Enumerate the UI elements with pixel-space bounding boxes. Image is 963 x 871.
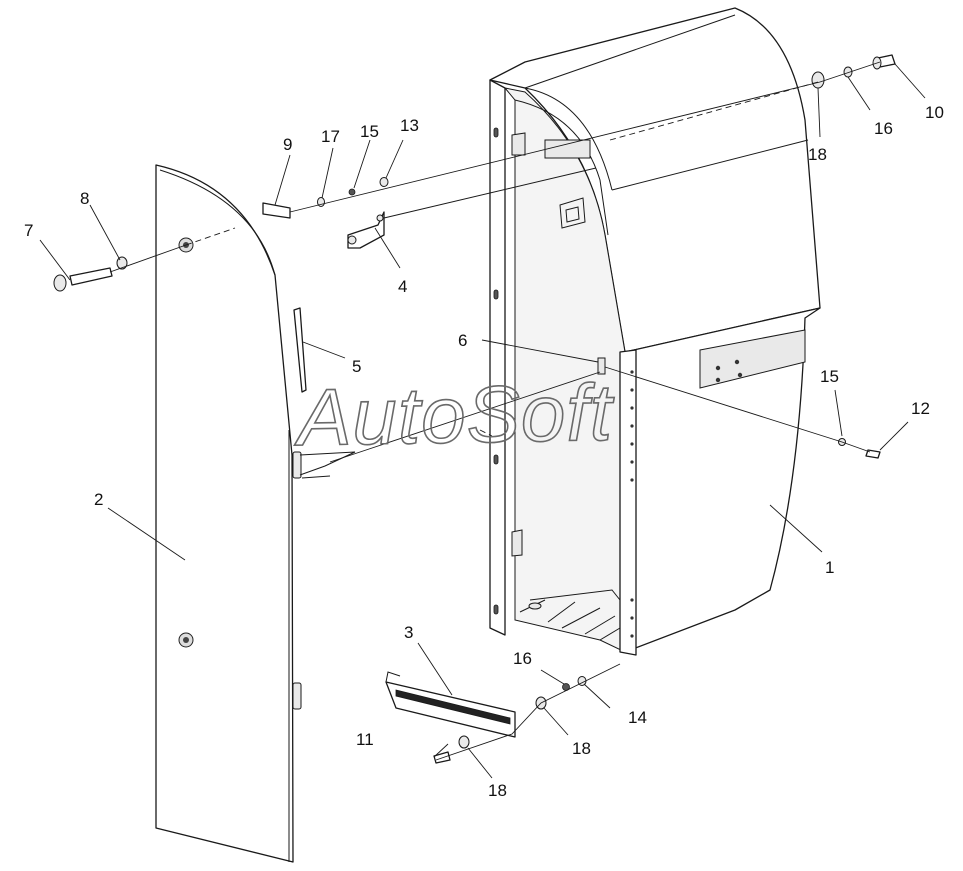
plate-part-9 xyxy=(262,202,291,219)
callout-14: 14 xyxy=(628,708,647,727)
callout-16-top: 16 xyxy=(874,119,893,138)
callout-3: 3 xyxy=(404,623,413,642)
housing-part-1 xyxy=(489,7,821,656)
nut-part-13 xyxy=(379,177,389,187)
callout-10: 10 xyxy=(925,103,944,122)
washer-part-18-top xyxy=(811,71,825,89)
washer-part-18-low xyxy=(458,735,470,749)
callout-5: 5 xyxy=(352,357,361,376)
washer-part-15-top xyxy=(348,188,356,196)
callout-18-mid: 18 xyxy=(572,739,591,758)
washer-part-8 xyxy=(116,256,128,270)
callout-7: 7 xyxy=(24,221,33,240)
callout-2: 2 xyxy=(94,490,103,509)
callout-leaders xyxy=(39,63,926,779)
clip-part-6 xyxy=(597,357,606,375)
callout-12: 12 xyxy=(911,399,930,418)
callout-15-right: 15 xyxy=(820,367,839,386)
watermark: AutoSoft xyxy=(293,368,615,463)
bolt-part-7 xyxy=(53,267,113,292)
callout-16-bottom: 16 xyxy=(513,649,532,668)
bolt-part-10 xyxy=(872,54,896,70)
callout-6: 6 xyxy=(458,331,467,350)
callout-18-top: 18 xyxy=(808,145,827,164)
callout-13: 13 xyxy=(400,116,419,135)
callout-17: 17 xyxy=(321,127,340,146)
assembly-axis-lines xyxy=(109,61,881,761)
bottom-strip-part-3 xyxy=(385,671,516,738)
callout-labels: 1 2 3 4 5 6 7 8 9 10 11 12 13 14 15 15 1… xyxy=(24,103,944,800)
callout-4: 4 xyxy=(398,277,407,296)
callout-18-low: 18 xyxy=(488,781,507,800)
callout-8: 8 xyxy=(80,189,89,208)
bracket-part-4 xyxy=(347,211,385,249)
callout-1: 1 xyxy=(825,558,834,577)
callout-11: 11 xyxy=(356,730,374,749)
seal-strip-part-5 xyxy=(293,307,307,393)
callout-15-top: 15 xyxy=(360,122,379,141)
door-panel-part-2 xyxy=(155,164,356,863)
callout-9: 9 xyxy=(283,135,292,154)
